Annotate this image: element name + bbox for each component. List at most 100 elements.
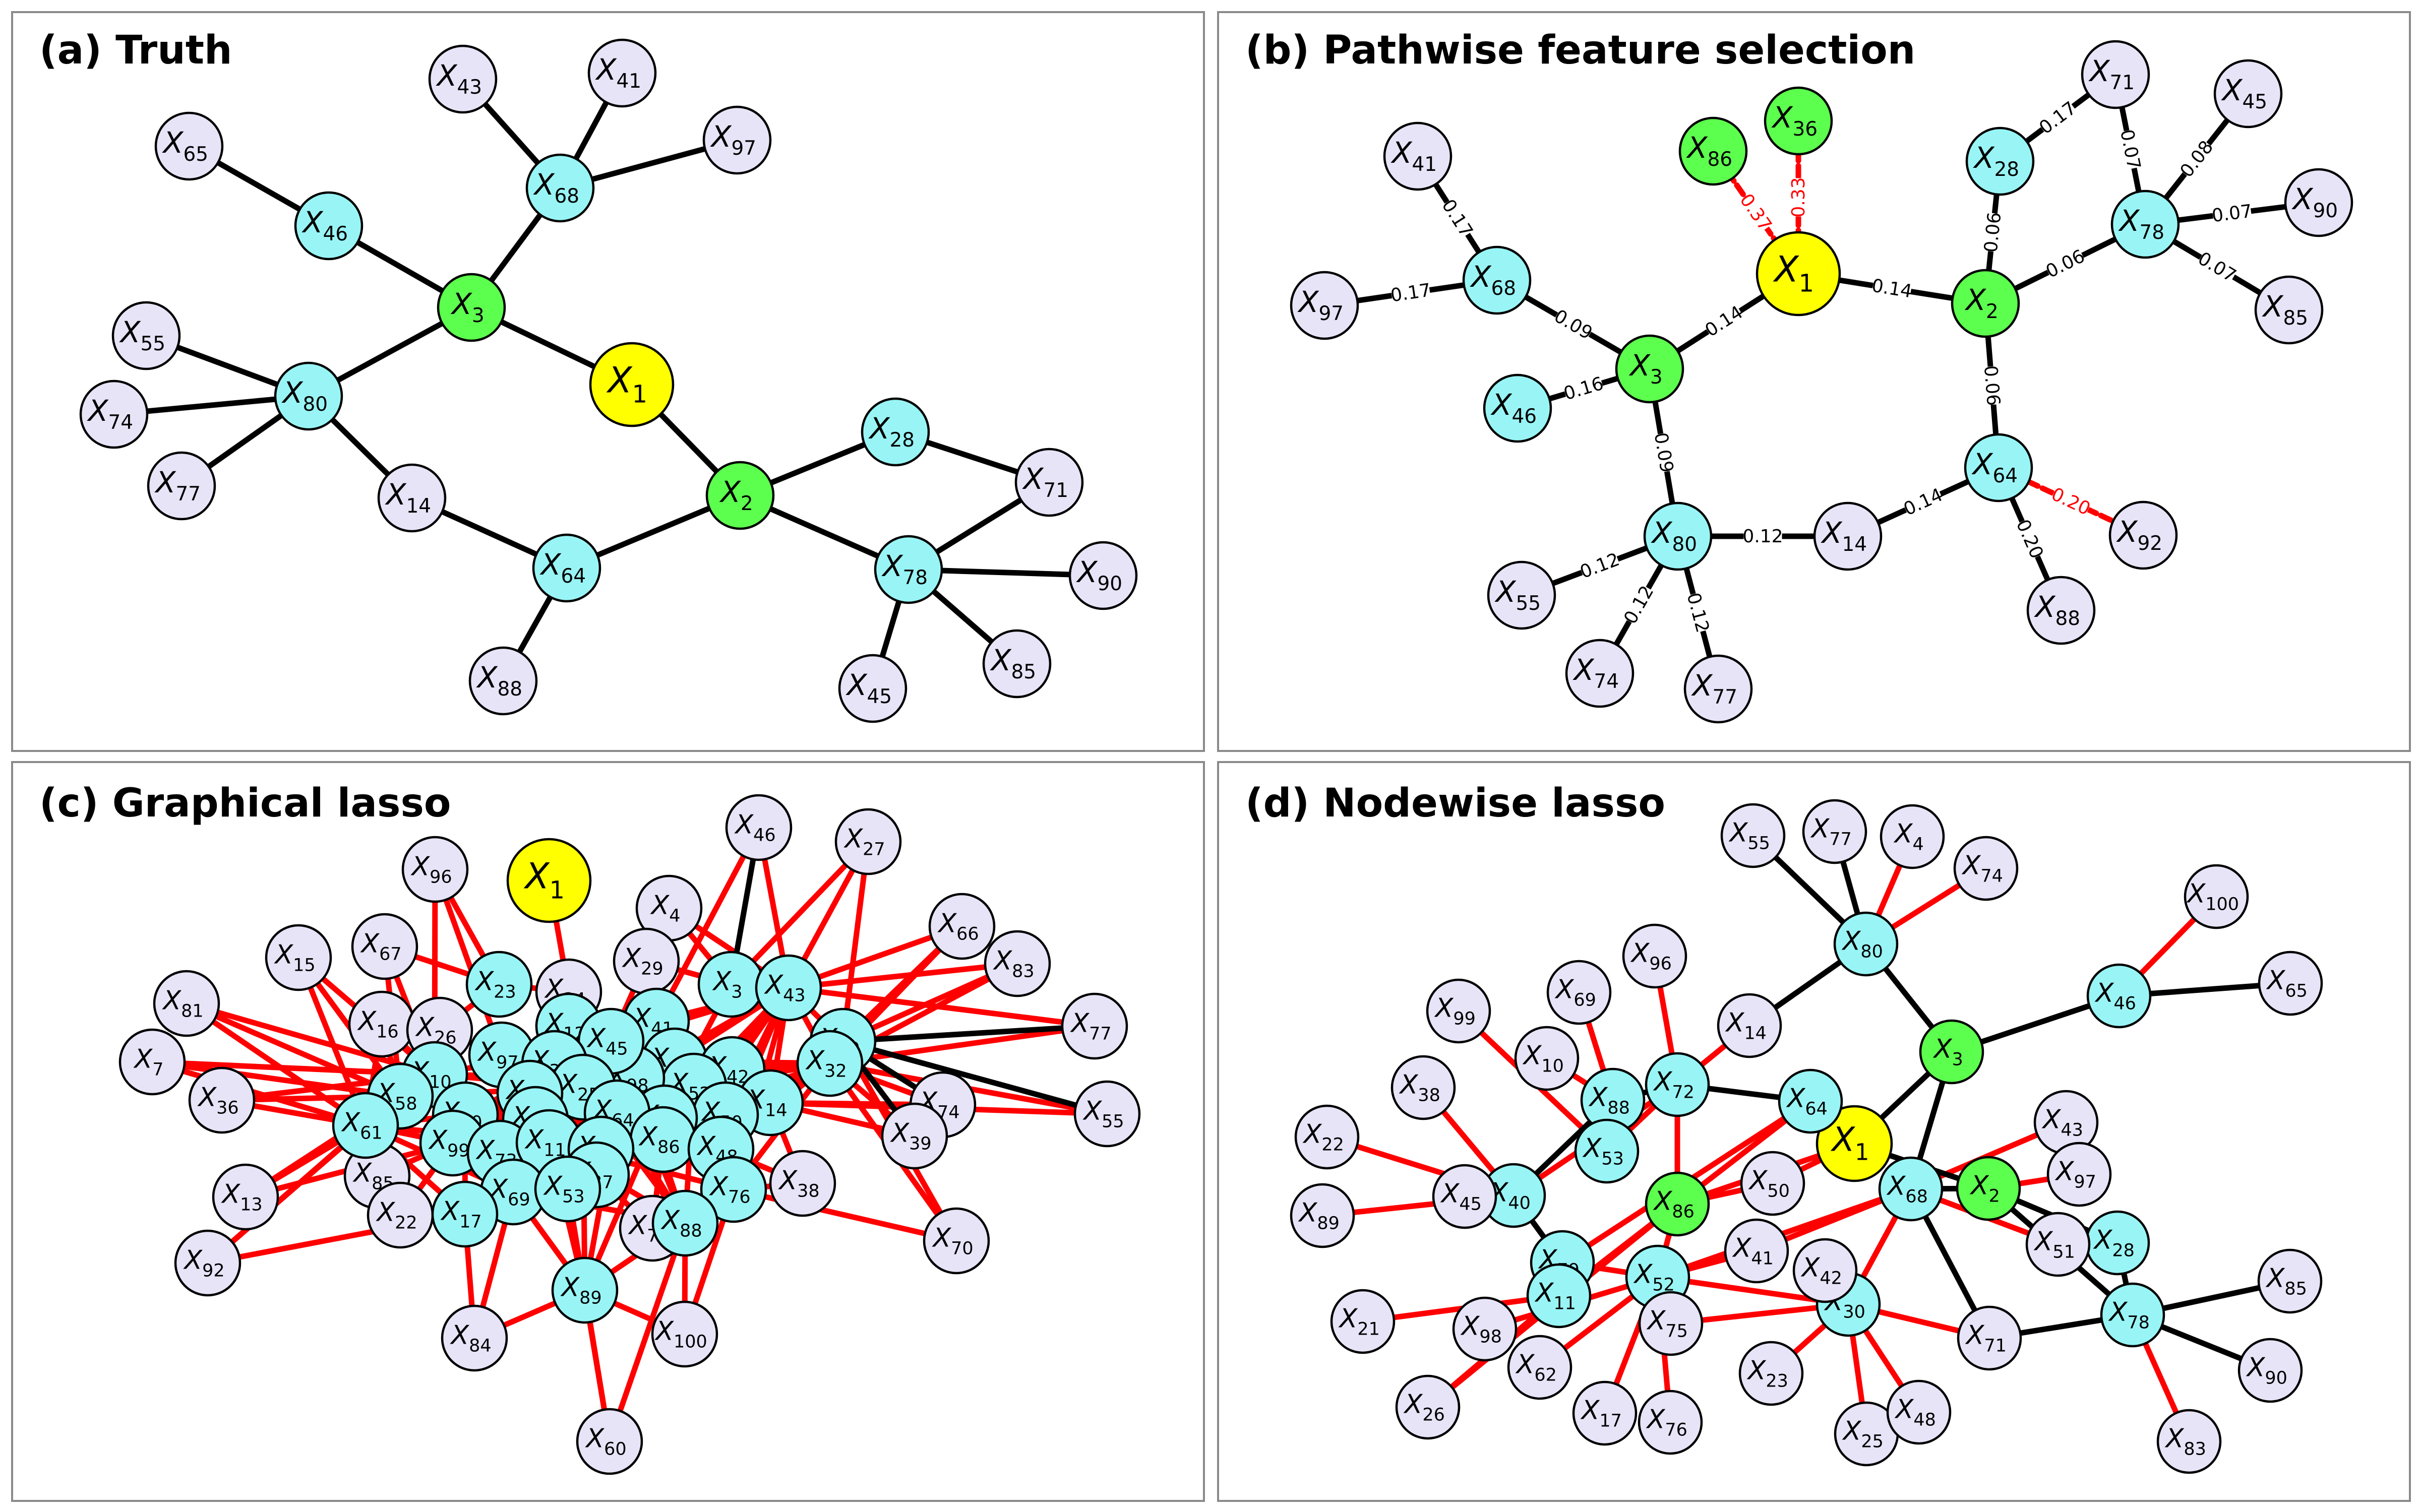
node-x71-circle bbox=[1957, 1305, 2022, 1371]
node-x71-circle bbox=[1014, 448, 1084, 517]
node-x90-circle bbox=[2284, 168, 2353, 237]
node-x77: X77 bbox=[147, 451, 216, 521]
node-x85-circle bbox=[2254, 275, 2324, 345]
node-x21: X21 bbox=[1330, 1289, 1396, 1354]
node-x36: X36 bbox=[188, 1066, 256, 1134]
node-x14-circle bbox=[377, 463, 447, 533]
node-x65: X65 bbox=[2258, 951, 2323, 1016]
node-x92-circle bbox=[2108, 500, 2178, 570]
node-x68-circle bbox=[1878, 1156, 1944, 1222]
node-x80-circle bbox=[1643, 501, 1713, 571]
node-x74-circle bbox=[79, 380, 149, 449]
node-x74: X74 bbox=[1953, 836, 2019, 901]
node-x55-circle bbox=[111, 301, 181, 370]
node-x46: X46 bbox=[1483, 373, 1552, 443]
svg-text:0.07: 0.07 bbox=[2211, 201, 2254, 227]
node-x55-circle bbox=[1487, 560, 1556, 630]
node-x46: X46 bbox=[2086, 963, 2152, 1029]
node-x1-circle bbox=[506, 838, 592, 923]
node-x71-circle bbox=[2081, 40, 2150, 109]
node-x75: X75 bbox=[1638, 1291, 1704, 1356]
node-x80-circle bbox=[274, 361, 343, 431]
node-x97: X97 bbox=[1290, 271, 1359, 340]
panel-b-title: (b) Pathwise feature selection bbox=[1245, 28, 1915, 73]
panel-c-title: (c) Graphical lasso bbox=[39, 781, 451, 826]
edge-x81-x61 bbox=[184, 1000, 369, 1128]
node-x83-circle bbox=[2156, 1409, 2222, 1474]
svg-text:0.06: 0.06 bbox=[1980, 364, 2004, 406]
node-x76-circle bbox=[1638, 1390, 1703, 1455]
node-x78-circle bbox=[2110, 190, 2180, 259]
node-x100: X100 bbox=[2184, 864, 2249, 929]
node-x41: X41 bbox=[1383, 121, 1453, 191]
node-x71: X71 bbox=[2081, 40, 2150, 109]
node-x64: X64 bbox=[1778, 1068, 1843, 1134]
node-x4: X4 bbox=[1880, 804, 1945, 869]
node-x1: X1 bbox=[589, 342, 675, 427]
node-x100: X100 bbox=[651, 1300, 718, 1368]
node-x1: X1 bbox=[1756, 231, 1841, 317]
node-x68: X68 bbox=[1462, 245, 1532, 315]
node-x28: X28 bbox=[1965, 127, 2035, 196]
node-x1-circle bbox=[1816, 1105, 1893, 1182]
node-x23: X23 bbox=[465, 951, 533, 1018]
node-x86-circle bbox=[1678, 116, 1748, 186]
node-x46-circle bbox=[2086, 963, 2152, 1029]
node-x64-circle bbox=[1964, 433, 2033, 502]
node-x96: X96 bbox=[401, 836, 469, 903]
node-x41-circle bbox=[1724, 1218, 1789, 1284]
node-x90: X90 bbox=[2237, 1338, 2303, 1403]
edge-x77-x32 bbox=[827, 1023, 1098, 1066]
node-x23: X23 bbox=[1738, 1341, 1804, 1406]
node-x62-circle bbox=[1507, 1335, 1572, 1400]
node-x83: X83 bbox=[984, 930, 1051, 997]
node-x22-label: X22 bbox=[1302, 1119, 1344, 1155]
node-x10-circle bbox=[1514, 1026, 1580, 1091]
node-x14: X14 bbox=[1717, 993, 1782, 1058]
node-x46: X46 bbox=[294, 191, 364, 261]
node-x92: X92 bbox=[2108, 500, 2178, 570]
node-x89-circle bbox=[551, 1256, 619, 1324]
node-x78: X78 bbox=[2110, 190, 2180, 259]
node-x3: X3 bbox=[1919, 1019, 1984, 1085]
edge-x7-x58 bbox=[149, 1059, 403, 1099]
node-x21-circle bbox=[1330, 1289, 1396, 1354]
node-x13: X13 bbox=[212, 1163, 279, 1231]
node-x17: X17 bbox=[431, 1180, 499, 1248]
node-x75-circle bbox=[1638, 1291, 1704, 1356]
node-x66-circle bbox=[928, 893, 996, 960]
node-x85-circle bbox=[2257, 1248, 2323, 1314]
node-x64-circle bbox=[532, 533, 601, 603]
node-x46-circle bbox=[294, 191, 364, 261]
node-x88-label: X88 bbox=[2034, 590, 2080, 630]
node-x80: X80 bbox=[274, 361, 343, 431]
node-x85: X85 bbox=[982, 629, 1052, 699]
node-x78: X78 bbox=[2100, 1282, 2165, 1348]
node-x7-label: X7 bbox=[133, 1044, 164, 1080]
node-x88: X88 bbox=[2026, 576, 2096, 645]
node-x11: X11 bbox=[1526, 1263, 1592, 1329]
node-x98: X98 bbox=[1452, 1296, 1518, 1362]
node-x90: X90 bbox=[1068, 541, 1138, 610]
node-x90-circle bbox=[2237, 1338, 2303, 1403]
node-x39: X39 bbox=[881, 1102, 948, 1170]
node-x14-circle bbox=[1717, 993, 1782, 1058]
node-x28: X28 bbox=[861, 397, 930, 467]
node-x86: X86 bbox=[629, 1106, 697, 1173]
node-x81-circle bbox=[153, 970, 220, 1037]
node-x26: X26 bbox=[1395, 1374, 1461, 1440]
node-x80-label: X80 bbox=[1841, 926, 1883, 962]
node-x62: X62 bbox=[1507, 1335, 1572, 1400]
node-x61: X61 bbox=[332, 1092, 399, 1159]
node-x17-circle bbox=[431, 1180, 499, 1248]
node-x55-label: X55 bbox=[1494, 575, 1541, 615]
edge-x83-x43 bbox=[785, 961, 1020, 991]
node-x48: X48 bbox=[1886, 1379, 1952, 1445]
nodes-c: X96X46X27X4X15X67X29X66X83X81X34X16X26X7… bbox=[118, 794, 1141, 1475]
node-x22: X22 bbox=[367, 1181, 434, 1249]
node-x28-circle bbox=[861, 397, 930, 467]
node-x90: X90 bbox=[2284, 168, 2353, 237]
node-x85-circle bbox=[982, 629, 1052, 699]
node-x36-circle bbox=[188, 1066, 256, 1134]
panel-d-title: (d) Nodewise lasso bbox=[1245, 781, 1665, 826]
